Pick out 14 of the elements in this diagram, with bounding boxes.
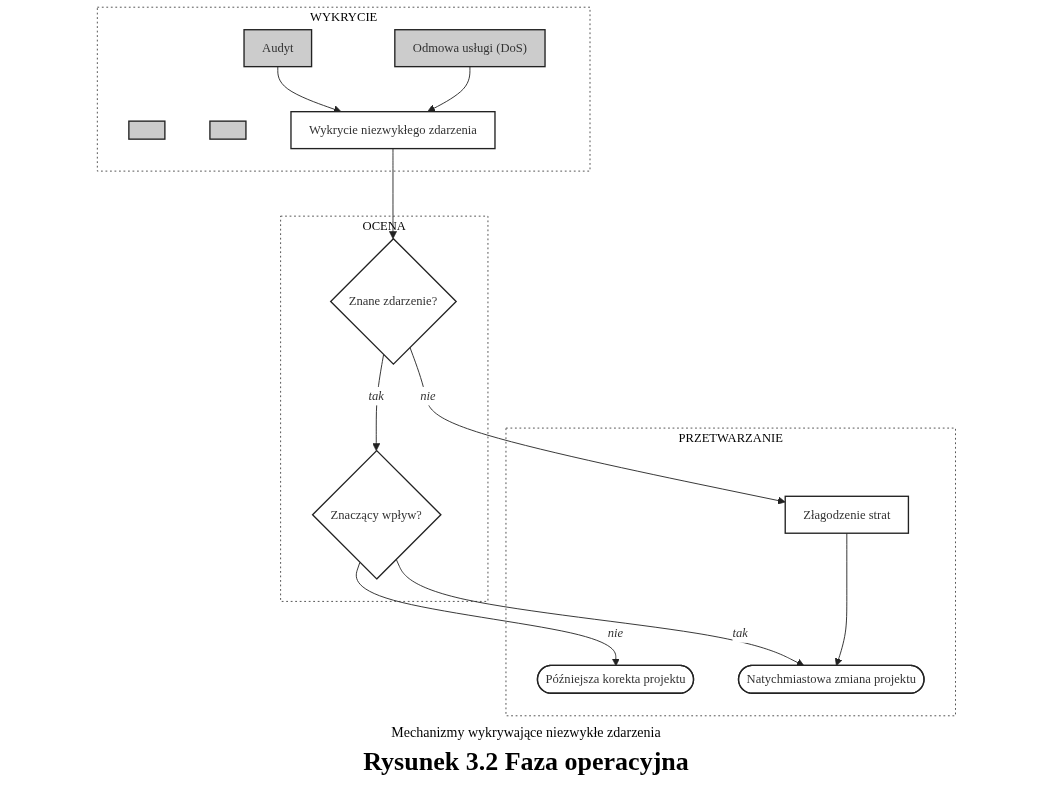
edge-label: tak <box>368 389 384 403</box>
node-box: Złagodzenie strat <box>784 495 909 534</box>
note-text: Mechanizmy wykrywające niezwykłe zdarzenia <box>391 725 661 740</box>
node-diamond: Znane zdarzenie? <box>329 237 457 366</box>
node-box: Odmowa usługi (DoS) <box>393 29 546 68</box>
node-box <box>127 120 166 140</box>
node-diamond: Znaczący wpływ? <box>311 449 442 580</box>
node-box: Audyt <box>242 29 312 68</box>
edge-label: nie <box>419 389 436 403</box>
figure-caption: Rysunek 3.2 Faza operacyjna <box>363 747 689 777</box>
node-box <box>208 120 247 140</box>
edge-label: nie <box>607 626 623 641</box>
node-box: Wykrycie niezwykłego zdarzenia <box>289 111 496 150</box>
edge-label: tak <box>731 626 748 641</box>
